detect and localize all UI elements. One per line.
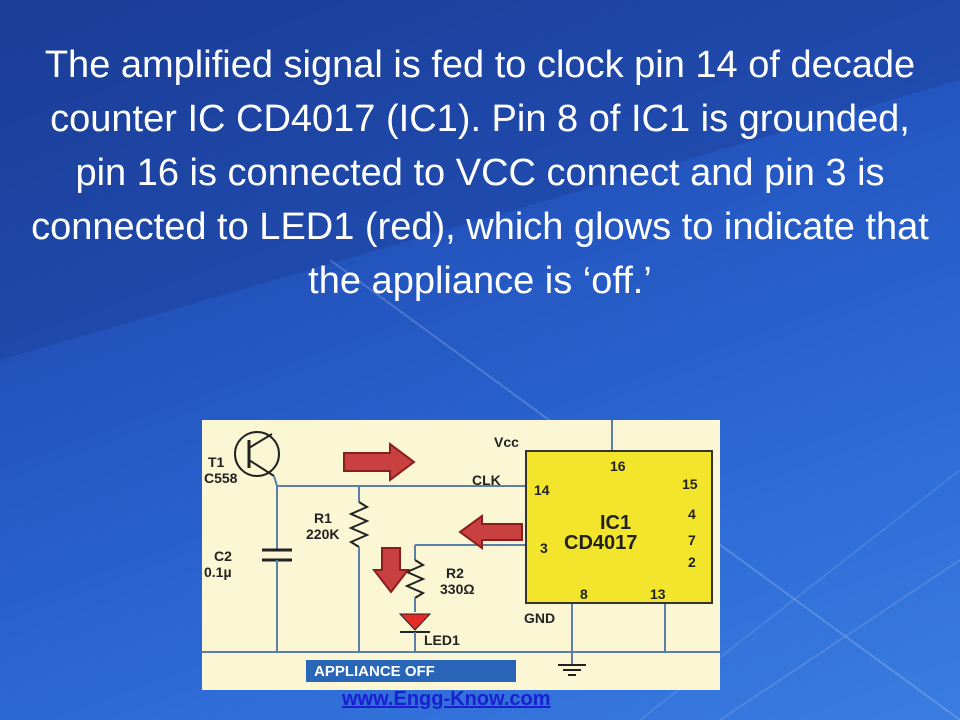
circuit-wires [202, 420, 720, 682]
circuit-diagram: Vcc T1 C558 R1 220K C2 0.1µ R2 330Ω LED1… [202, 420, 720, 690]
r1-value: 220K [306, 526, 340, 542]
pin-16-label: 16 [610, 458, 626, 474]
ic1-name: IC1 [600, 512, 632, 534]
ic1-chip [525, 450, 713, 604]
slide-body-text: The amplified signal is fed to clock pin… [31, 44, 929, 302]
r2-value: 330Ω [440, 581, 475, 597]
gnd-label: GND [524, 610, 556, 626]
pin-8-label: 8 [580, 586, 588, 602]
pin-14-label: 14 [534, 482, 550, 498]
pin-3-label: 3 [540, 540, 548, 556]
r1-label: R1 [314, 510, 332, 526]
ic1-part: CD4017 [564, 532, 638, 554]
t1-part-label: C558 [204, 470, 238, 486]
pin-4-label: 4 [688, 506, 696, 522]
c2-label: C2 [214, 548, 232, 564]
clk-label: CLK [472, 472, 501, 488]
footer-website-link[interactable]: www.Engg-Know.com [342, 688, 551, 710]
c2-value: 0.1µ [204, 564, 232, 580]
pin-13-label: 13 [650, 586, 666, 602]
r2-label: R2 [446, 565, 464, 581]
vcc-label: Vcc [494, 434, 519, 450]
pin-15-label: 15 [682, 476, 698, 492]
pin-2-label: 2 [688, 554, 696, 570]
led1-label: LED1 [424, 632, 460, 648]
t1-label: T1 [208, 454, 225, 470]
pin-7-label: 7 [688, 532, 696, 548]
appliance-off-label: APPLIANCE OFF [314, 663, 435, 680]
